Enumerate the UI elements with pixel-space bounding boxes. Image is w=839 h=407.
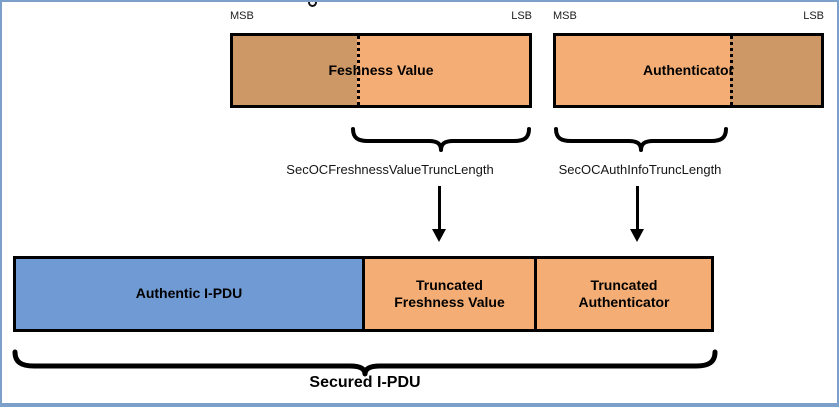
cropped-caption-remnant	[308, 2, 317, 7]
freshness-arrow-stem	[438, 186, 441, 230]
auth-trunc-brace	[554, 127, 728, 152]
auth-trunc-length-label: SecOCAuthInfoTruncLength	[558, 162, 722, 177]
freshness-trunc-length-label: SecOCFreshnessValueTruncLength	[286, 162, 494, 177]
freshness-value-box: Feshness Value	[230, 33, 532, 108]
authentic-ipdu-box: Authentic I-PDU	[13, 256, 365, 332]
secured-ipdu-brace	[12, 349, 718, 377]
authenticator-msb-label: MSB	[553, 10, 577, 22]
authenticator-box: Authenticator	[553, 33, 824, 108]
freshness-truncated-away-segment	[233, 36, 357, 105]
freshness-trunc-brace	[351, 127, 531, 152]
authenticator-lsb-label: LSB	[803, 10, 824, 22]
auth-down-arrow-icon	[630, 229, 644, 242]
freshness-lsb-label: LSB	[511, 10, 532, 22]
authentic-ipdu-label: Authentic I-PDU	[135, 285, 243, 302]
auth-arrow-stem	[636, 186, 639, 230]
truncated-freshness-label: Truncated Freshness Value	[394, 276, 505, 311]
freshness-msb-label: MSB	[230, 10, 254, 22]
freshness-down-arrow-icon	[432, 229, 446, 242]
authenticator-trunc-divider	[730, 36, 733, 105]
authenticator-label: Authenticator	[643, 61, 734, 78]
secured-ipdu-label: Secured I-PDU	[309, 374, 421, 391]
truncated-authenticator-box: Truncated Authenticator	[534, 256, 714, 332]
freshness-value-label: Feshness Value	[328, 61, 434, 78]
truncated-freshness-box: Truncated Freshness Value	[362, 256, 537, 332]
authenticator-truncated-away-segment	[730, 36, 821, 105]
freshness-trunc-divider	[357, 36, 360, 105]
truncated-authenticator-label: Truncated Authenticator	[578, 276, 670, 311]
